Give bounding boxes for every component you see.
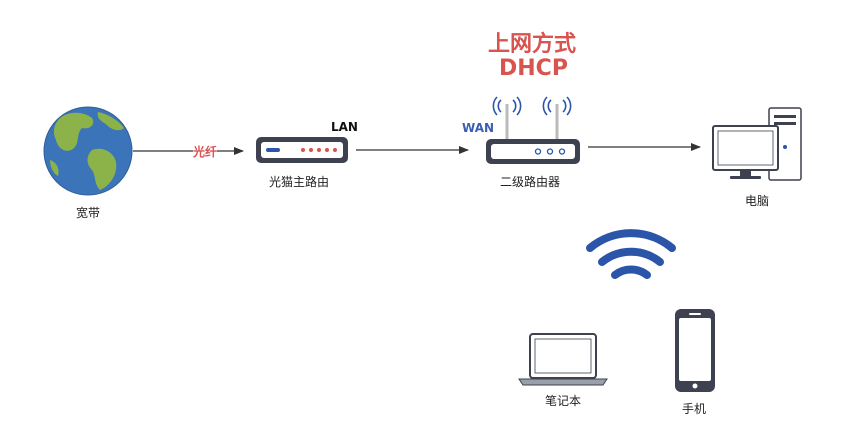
optical-modem-icon <box>256 137 348 163</box>
node-label-secondary-router: 二级路由器 <box>500 175 561 189</box>
edge-label-fiber: 光纤 <box>193 143 218 160</box>
desktop-computer-icon <box>712 107 802 181</box>
lan-port-label: LAN <box>331 120 358 134</box>
node-label-computer: 电脑 <box>745 194 770 208</box>
diagram-title-line2: DHCP <box>499 56 568 81</box>
wan-port-label: WAN <box>462 121 495 135</box>
node-label-laptop: 笔记本 <box>545 394 582 408</box>
diagram-title-line1: 上网方式 <box>488 32 577 57</box>
laptop-icon <box>518 333 608 386</box>
node-label-phone: 手机 <box>682 402 707 416</box>
smartphone-icon <box>675 309 715 392</box>
wireless-router-icon <box>486 96 580 164</box>
node-label-broadband: 宽带 <box>76 206 101 220</box>
globe-icon <box>43 106 133 196</box>
node-label-optical-router: 光猫主路由 <box>269 175 330 189</box>
wifi-icon <box>586 229 676 279</box>
